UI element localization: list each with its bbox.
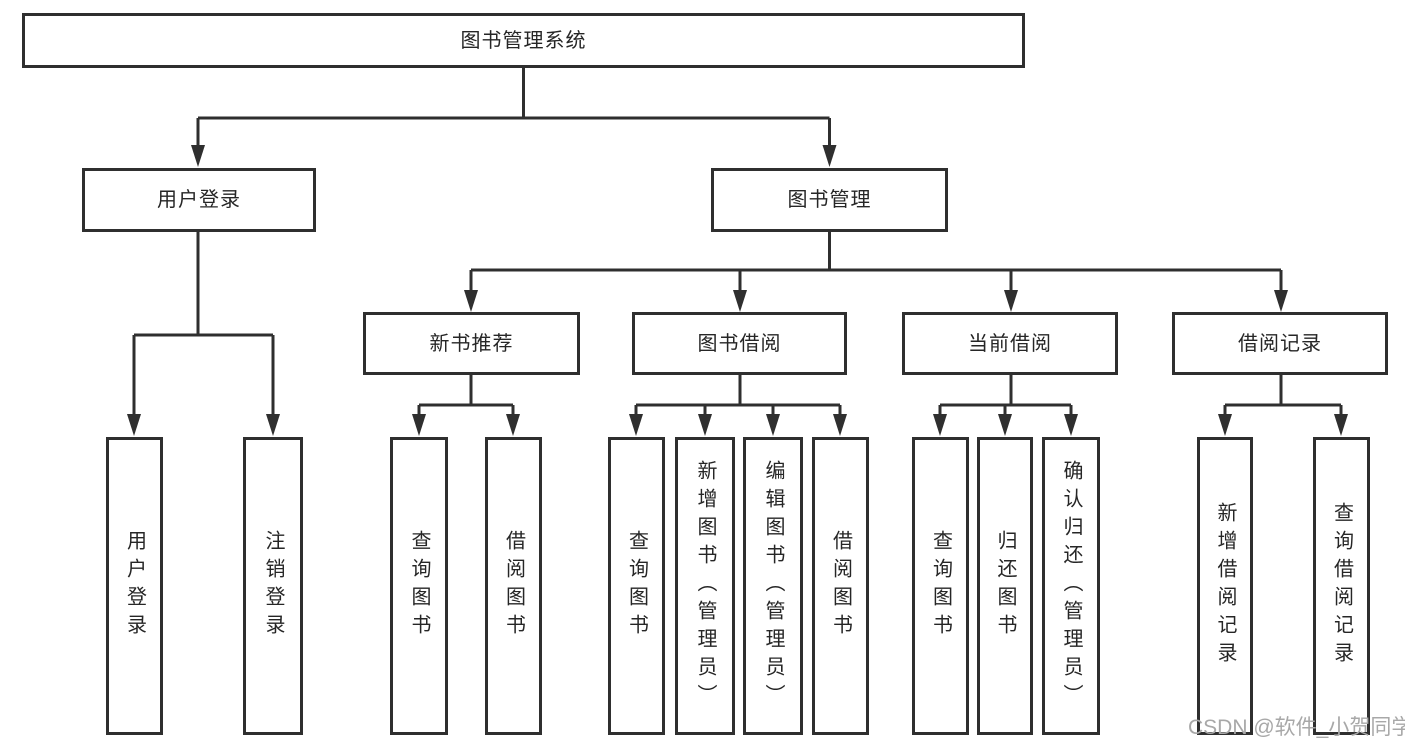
leaf-add-borrow-record: 新增借阅记录 (1197, 437, 1253, 735)
leaf-query-books-recommend: 查询图书 (390, 437, 448, 735)
node-label: 确认归还（管理员） (1060, 460, 1082, 712)
node-label: 用户登录 (123, 530, 146, 642)
watermark-text: CSDN @软件_小贺同学 (1188, 716, 1405, 739)
node-label: 借阅记录 (1238, 332, 1322, 355)
leaf-query-books-borrowing: 查询图书 (608, 437, 665, 735)
node-label: 借阅图书 (829, 530, 852, 642)
node-current-borrowing: 当前借阅 (902, 312, 1118, 375)
node-label: 新增图书（管理员） (694, 460, 716, 712)
node-label: 编辑图书（管理员） (762, 460, 784, 712)
node-borrowing-records: 借阅记录 (1172, 312, 1388, 375)
node-user-login: 用户登录 (82, 168, 316, 232)
node-book-management: 图书管理 (711, 168, 948, 232)
node-label: 借阅图书 (502, 530, 525, 642)
node-label: 图书管理 (787, 189, 872, 211)
node-label: 图书借阅 (697, 332, 782, 355)
leaf-confirm-return-admin: 确认归还（管理员） (1042, 437, 1100, 735)
node-label: 查询借阅记录 (1330, 502, 1353, 670)
leaf-user-login: 用户登录 (106, 437, 163, 735)
node-label: 注销登录 (262, 530, 284, 642)
node-label: 当前借阅 (968, 332, 1052, 355)
node-label: 查询图书 (408, 530, 430, 642)
node-library-management-system: 图书管理系统 (22, 13, 1025, 68)
node-label: 图书管理系统 (460, 29, 587, 52)
node-label: 用户登录 (157, 189, 241, 211)
node-label: 查询图书 (625, 530, 648, 642)
leaf-return-books: 归还图书 (977, 437, 1033, 735)
leaf-logout: 注销登录 (243, 437, 303, 735)
leaf-borrow-books: 借阅图书 (812, 437, 869, 735)
node-book-borrowing: 图书借阅 (632, 312, 847, 375)
node-new-book-recommendation: 新书推荐 (363, 312, 580, 375)
leaf-edit-book-admin: 编辑图书（管理员） (743, 437, 803, 735)
leaf-query-borrow-record: 查询借阅记录 (1313, 437, 1370, 735)
leaf-query-books-current: 查询图书 (912, 437, 969, 735)
node-label: 归还图书 (994, 530, 1016, 642)
leaf-borrow-books-recommend: 借阅图书 (485, 437, 542, 735)
node-label: 新增借阅记录 (1214, 502, 1236, 670)
leaf-add-book-admin: 新增图书（管理员） (675, 437, 735, 735)
node-label: 新书推荐 (429, 332, 514, 355)
node-label: 查询图书 (929, 530, 952, 642)
